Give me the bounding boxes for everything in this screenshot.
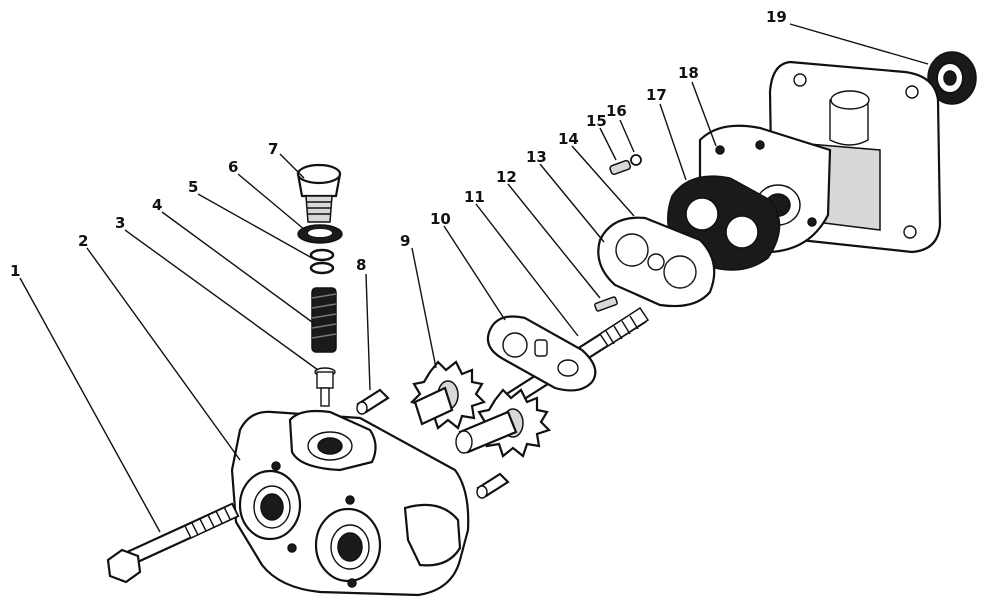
- callout-5: 5: [188, 178, 198, 196]
- leader-2: [86, 247, 241, 461]
- leader-10: [443, 225, 506, 321]
- part-4-spring: [311, 287, 337, 353]
- leader-17: [659, 103, 687, 181]
- lower-gear: [455, 388, 552, 458]
- upper-gear: [409, 360, 487, 430]
- callout-labels: 1 2 3 4 5 6 7 8 9 10 11 12 13 14 15 16 1…: [10, 8, 787, 280]
- callout-1: 1: [10, 262, 20, 280]
- part-14-wear-plate: [597, 216, 716, 308]
- callout-2: 2: [78, 232, 88, 250]
- leader-11: [475, 203, 579, 337]
- callout-16: 16: [606, 102, 627, 120]
- leader-19: [789, 23, 929, 65]
- part-1-bolt: [106, 502, 240, 584]
- callout-17: 17: [646, 86, 667, 104]
- leader-15: [599, 127, 617, 161]
- callout-6: 6: [228, 158, 238, 176]
- leader-6: [237, 173, 306, 231]
- leader-9: [411, 247, 437, 369]
- part-6-washer: [297, 224, 343, 244]
- part-2-pump-body: [230, 409, 470, 597]
- callout-11: 11: [464, 188, 485, 206]
- callout-4: 4: [152, 196, 162, 214]
- part-10-front-plate: [486, 315, 597, 392]
- part-12-key: [594, 296, 618, 312]
- callout-8: 8: [356, 256, 366, 274]
- part-3-poppet: [314, 367, 336, 407]
- callout-14: 14: [558, 130, 579, 148]
- leader-1: [19, 277, 161, 533]
- leader-13: [539, 163, 605, 243]
- part-8-dowel-pins: [356, 388, 510, 499]
- leader-3: [124, 229, 319, 371]
- part-7-cap-nut: [296, 163, 342, 223]
- callout-10: 10: [430, 210, 451, 228]
- callout-13: 13: [526, 148, 547, 166]
- callout-18: 18: [678, 64, 699, 82]
- callout-12: 12: [496, 168, 517, 186]
- leader-16: [619, 119, 635, 153]
- leader-18: [691, 81, 717, 147]
- part-16-o-ring: [630, 154, 642, 166]
- callout-9: 9: [400, 232, 410, 250]
- part-9-gears: [409, 360, 552, 458]
- leader-4: [161, 211, 313, 323]
- callout-19: 19: [766, 8, 787, 26]
- leader-7: [279, 153, 305, 179]
- leader-5: [197, 193, 313, 259]
- leader-8: [365, 273, 371, 391]
- part-18-rear-housing: [698, 60, 942, 254]
- leader-12: [507, 183, 601, 299]
- callout-7: 7: [268, 140, 278, 158]
- callout-15: 15: [586, 112, 607, 130]
- leader-lines: [19, 23, 929, 533]
- part-5-o-rings: [309, 248, 335, 275]
- callout-3: 3: [115, 214, 125, 232]
- leader-14: [571, 145, 635, 217]
- part-19-bearing: [927, 51, 977, 105]
- part-15-spring: [609, 159, 632, 176]
